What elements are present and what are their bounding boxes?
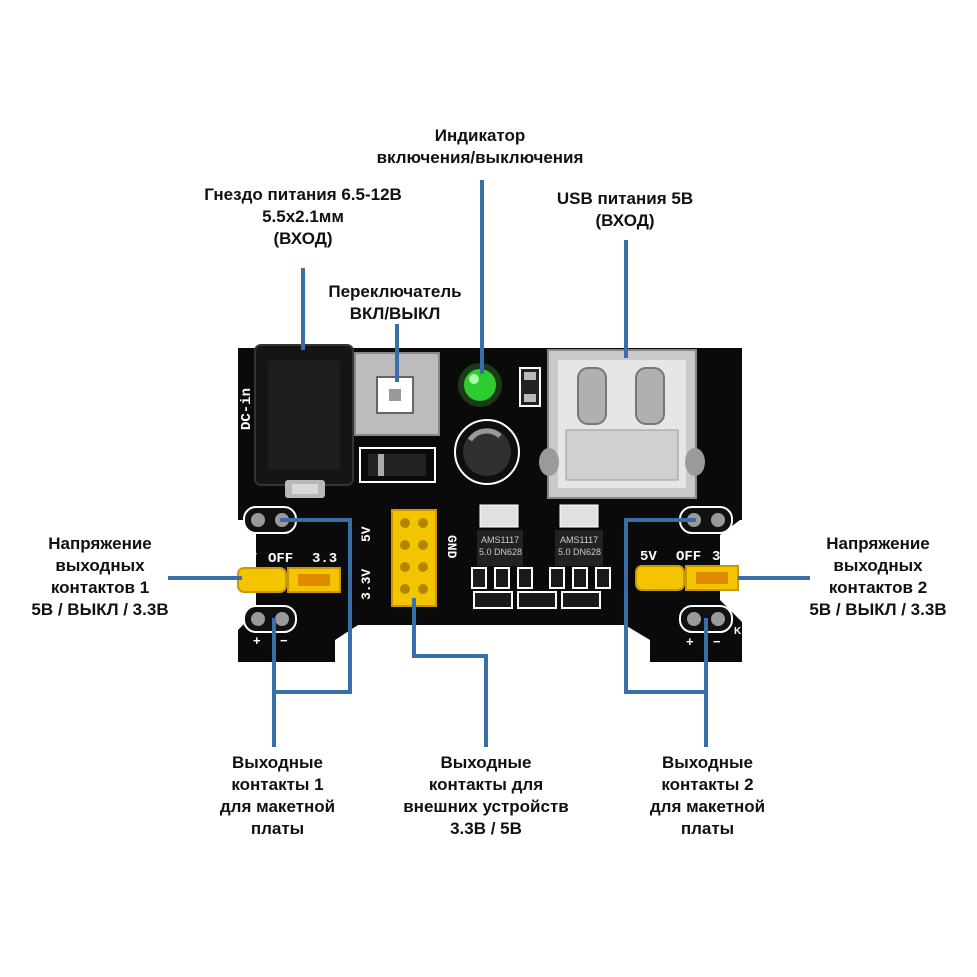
silk-33-right: 3.3	[712, 549, 737, 565]
regulator-2-line2: 5.0 DN628	[558, 547, 601, 557]
silk-k: K	[734, 626, 742, 637]
dc-jack	[254, 344, 354, 498]
label-voltage-1: Напряжение выходных контактов 1 5В / ВЫК…	[31, 534, 169, 619]
silk-header-5v: 5V	[359, 526, 374, 542]
label-external-outputs: Выходные контакты для внешних устройств …	[403, 753, 569, 838]
external-output-header	[391, 509, 437, 607]
silk-plus-left: +	[253, 633, 261, 648]
silk-off-right: OFF	[676, 549, 701, 565]
silk-5v-left: 5V	[240, 551, 257, 567]
usb-port	[547, 349, 697, 499]
leader-rail2	[624, 518, 708, 747]
silk-off-left: OFF	[268, 551, 293, 567]
silk-header-3v3: 3.3V	[359, 569, 374, 600]
regulator-2	[555, 504, 603, 566]
label-dc-jack: Гнездо питания 6.5-12В 5.5х2.1мм (ВХОД)	[204, 185, 402, 248]
leader-rail1	[272, 518, 352, 747]
power-led	[458, 363, 502, 407]
label-voltage-2: Напряжение выходных контактов 2 5В / ВЫК…	[809, 534, 947, 619]
silk-minus-left: −	[280, 633, 288, 648]
left-voltage-jumper	[237, 567, 341, 593]
label-power-switch: Переключатель ВКЛ/ВЫКЛ	[328, 282, 462, 323]
label-indicator: Индикатор включения/выключения	[376, 126, 584, 167]
label-rail-2: Выходные контакты 2 для макетной платы	[649, 753, 766, 838]
silk-5v-right: 5V	[640, 549, 657, 565]
silk-minus-right: −	[713, 634, 721, 649]
leader-external	[412, 598, 488, 747]
diode	[359, 447, 436, 483]
smd-parts	[471, 567, 611, 609]
left-pins-bottom	[243, 605, 297, 633]
silk-plus-right: +	[686, 634, 694, 649]
right-voltage-jumper	[635, 565, 739, 591]
regulator-1-line1: AMS1117	[481, 535, 519, 545]
regulator-2-line1: AMS1117	[560, 535, 598, 545]
silk-gnd: GND	[444, 535, 459, 559]
silk-33-left: 3.3	[312, 551, 337, 567]
regulator-1-line2: 5.0 DN628	[479, 547, 522, 557]
label-rail-1: Выходные контакты 1 для макетной платы	[219, 753, 336, 838]
capacitor	[454, 419, 520, 485]
leader-lines	[168, 180, 810, 747]
regulator-1	[477, 504, 523, 566]
label-usb: USB питания 5В (ВХОД)	[556, 189, 694, 230]
silk-dc-in: DC-in	[239, 388, 255, 430]
